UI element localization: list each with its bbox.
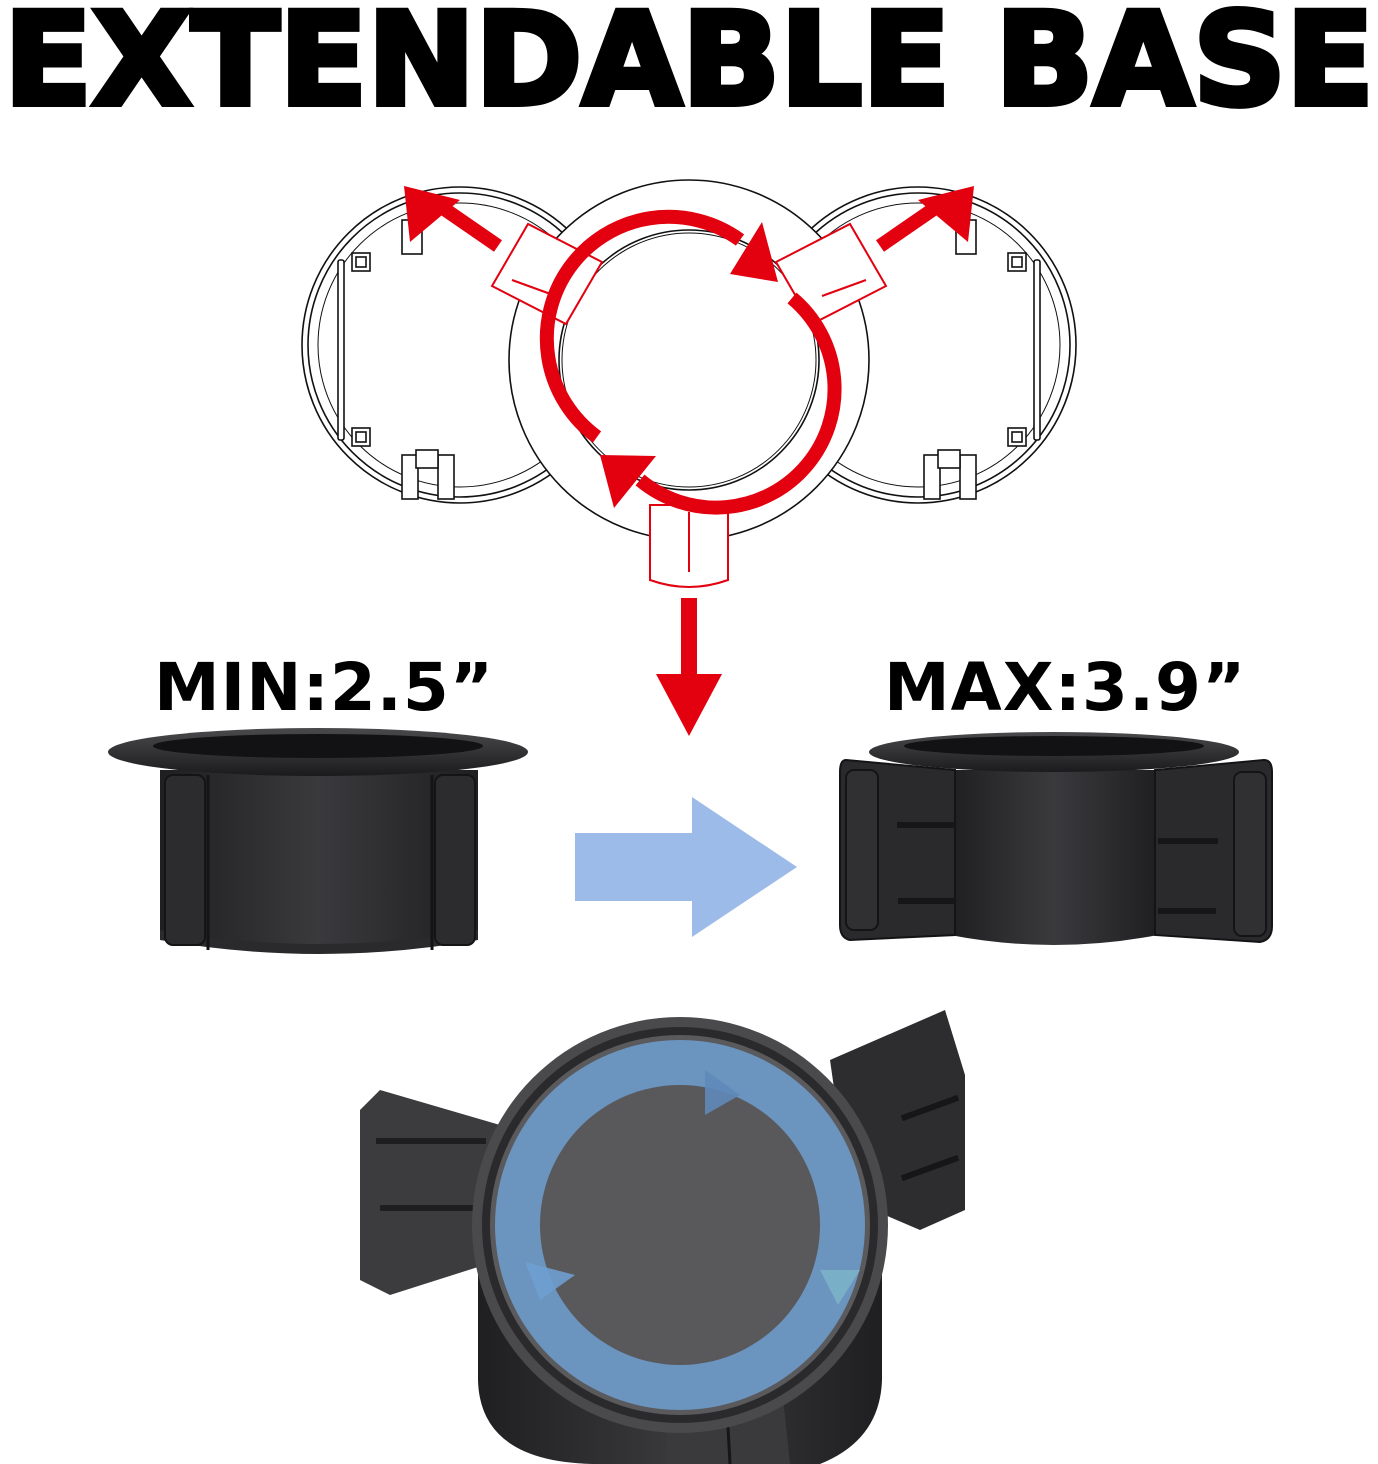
title-text-graphic: EXTENDABLE BASE <box>1 0 1377 120</box>
min-size-label: MIN:2.5” <box>154 649 495 726</box>
rotation-arrow-heads <box>600 222 778 508</box>
cup-holder-extended <box>839 732 1273 945</box>
transition-arrow-icon <box>575 797 797 937</box>
extension-arrows <box>404 186 974 736</box>
page-title: EXTENDABLE BASE <box>0 0 1378 120</box>
center-disc <box>508 179 870 541</box>
cup-holder-retracted <box>108 728 528 954</box>
rotation-arrow-icon <box>539 209 842 515</box>
cup-holder-top-view <box>360 1010 965 1464</box>
max-size-label: MAX:3.9” <box>884 649 1247 726</box>
title-text: EXTENDABLE BASE <box>4 0 1374 120</box>
